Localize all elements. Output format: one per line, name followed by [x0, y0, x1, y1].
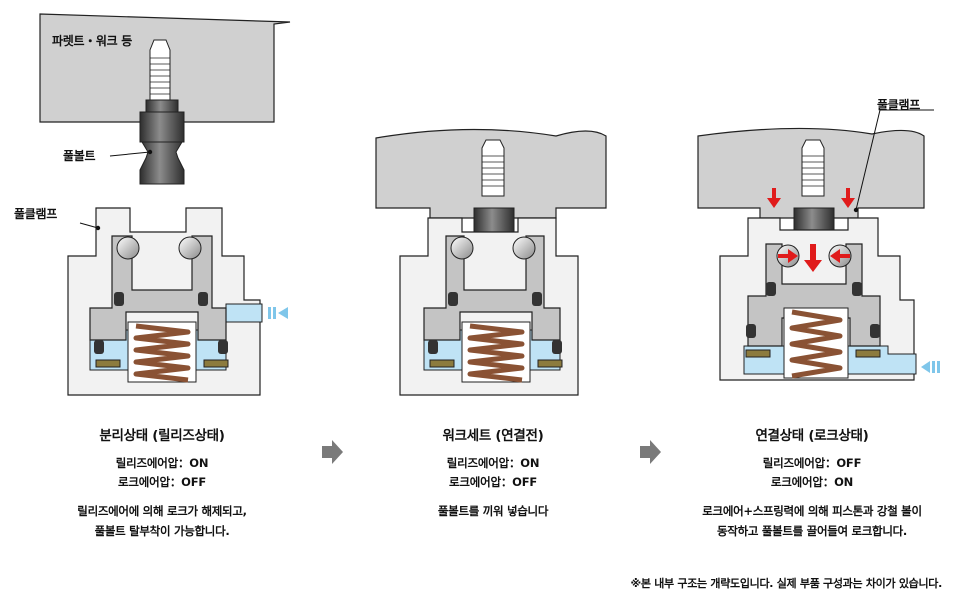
lock-air-status: 로크에어압：OFF	[117, 475, 207, 490]
panel-released	[39, 13, 291, 396]
release-air-status: 릴리즈에어압：ON	[446, 455, 540, 470]
panel-locked	[697, 109, 940, 381]
state-desc-line2: 풀볼트 탈부착이 가능합니다.	[94, 524, 230, 538]
state-title: 분리상태 (릴리즈상태)	[99, 428, 225, 444]
piston	[89, 235, 227, 341]
spring	[133, 323, 191, 383]
state-desc-line1: 로크에어+스프링력에 의해 피스톤과 강철 볼이	[702, 503, 922, 518]
footnote: ※본 내부 구조는 개략도입니다. 실제 부품 구성과는 차이가 있습니다.	[630, 577, 942, 590]
lock-air-arrow	[921, 361, 940, 373]
label-pull-bolt: 풀볼트	[63, 149, 96, 163]
steel-ball	[512, 236, 536, 260]
caption-locked: 연결상태 (로크상태) 릴리즈에어압：OFF 로크에어압：ON 로크에어+스프링…	[662, 428, 960, 538]
steel-ball	[116, 236, 140, 260]
spring	[789, 309, 843, 379]
caption-released: 분리상태 (릴리즈상태) 릴리즈에어압：ON 로크에어압：OFF 릴리즈에어에 …	[12, 428, 312, 538]
lock-air-status: 로크에어압：OFF	[448, 475, 538, 490]
release-air-arrow	[268, 307, 288, 319]
label-pull-clamp-left: 풀클램프	[14, 207, 57, 221]
state-title: 연결상태 (로크상태)	[755, 428, 869, 444]
release-air-status: 릴리즈에어압：ON	[115, 455, 209, 470]
step-arrow-1	[322, 440, 343, 464]
state-title: 워크세트 (연결전)	[442, 428, 544, 444]
piston	[423, 235, 561, 341]
state-desc-line2: 동작하고 풀볼트를 끌어들여 로크합니다.	[717, 524, 907, 538]
steel-ball	[450, 236, 474, 260]
panel-work-set	[375, 128, 607, 396]
steel-ball	[178, 236, 202, 260]
release-air-status: 릴리즈에어압：OFF	[762, 455, 862, 470]
force-arrows	[767, 188, 855, 272]
label-pull-clamp-right: 풀클램프	[877, 98, 920, 112]
step-arrow-2	[640, 440, 661, 464]
state-desc-line1: 풀볼트를 끼워 넣습니다	[437, 503, 549, 518]
caption-work-set: 워크세트 (연결전) 릴리즈에어압：ON 로크에어압：OFF 풀볼트를 끼워 넣…	[343, 428, 643, 524]
state-desc-line1: 릴리즈에어에 의해 로크가 해제되고,	[77, 503, 247, 518]
label-pallet-work: 파렛트・워크 등	[52, 34, 133, 48]
spring	[467, 323, 525, 383]
lock-air-status: 로크에어압：ON	[770, 475, 854, 490]
